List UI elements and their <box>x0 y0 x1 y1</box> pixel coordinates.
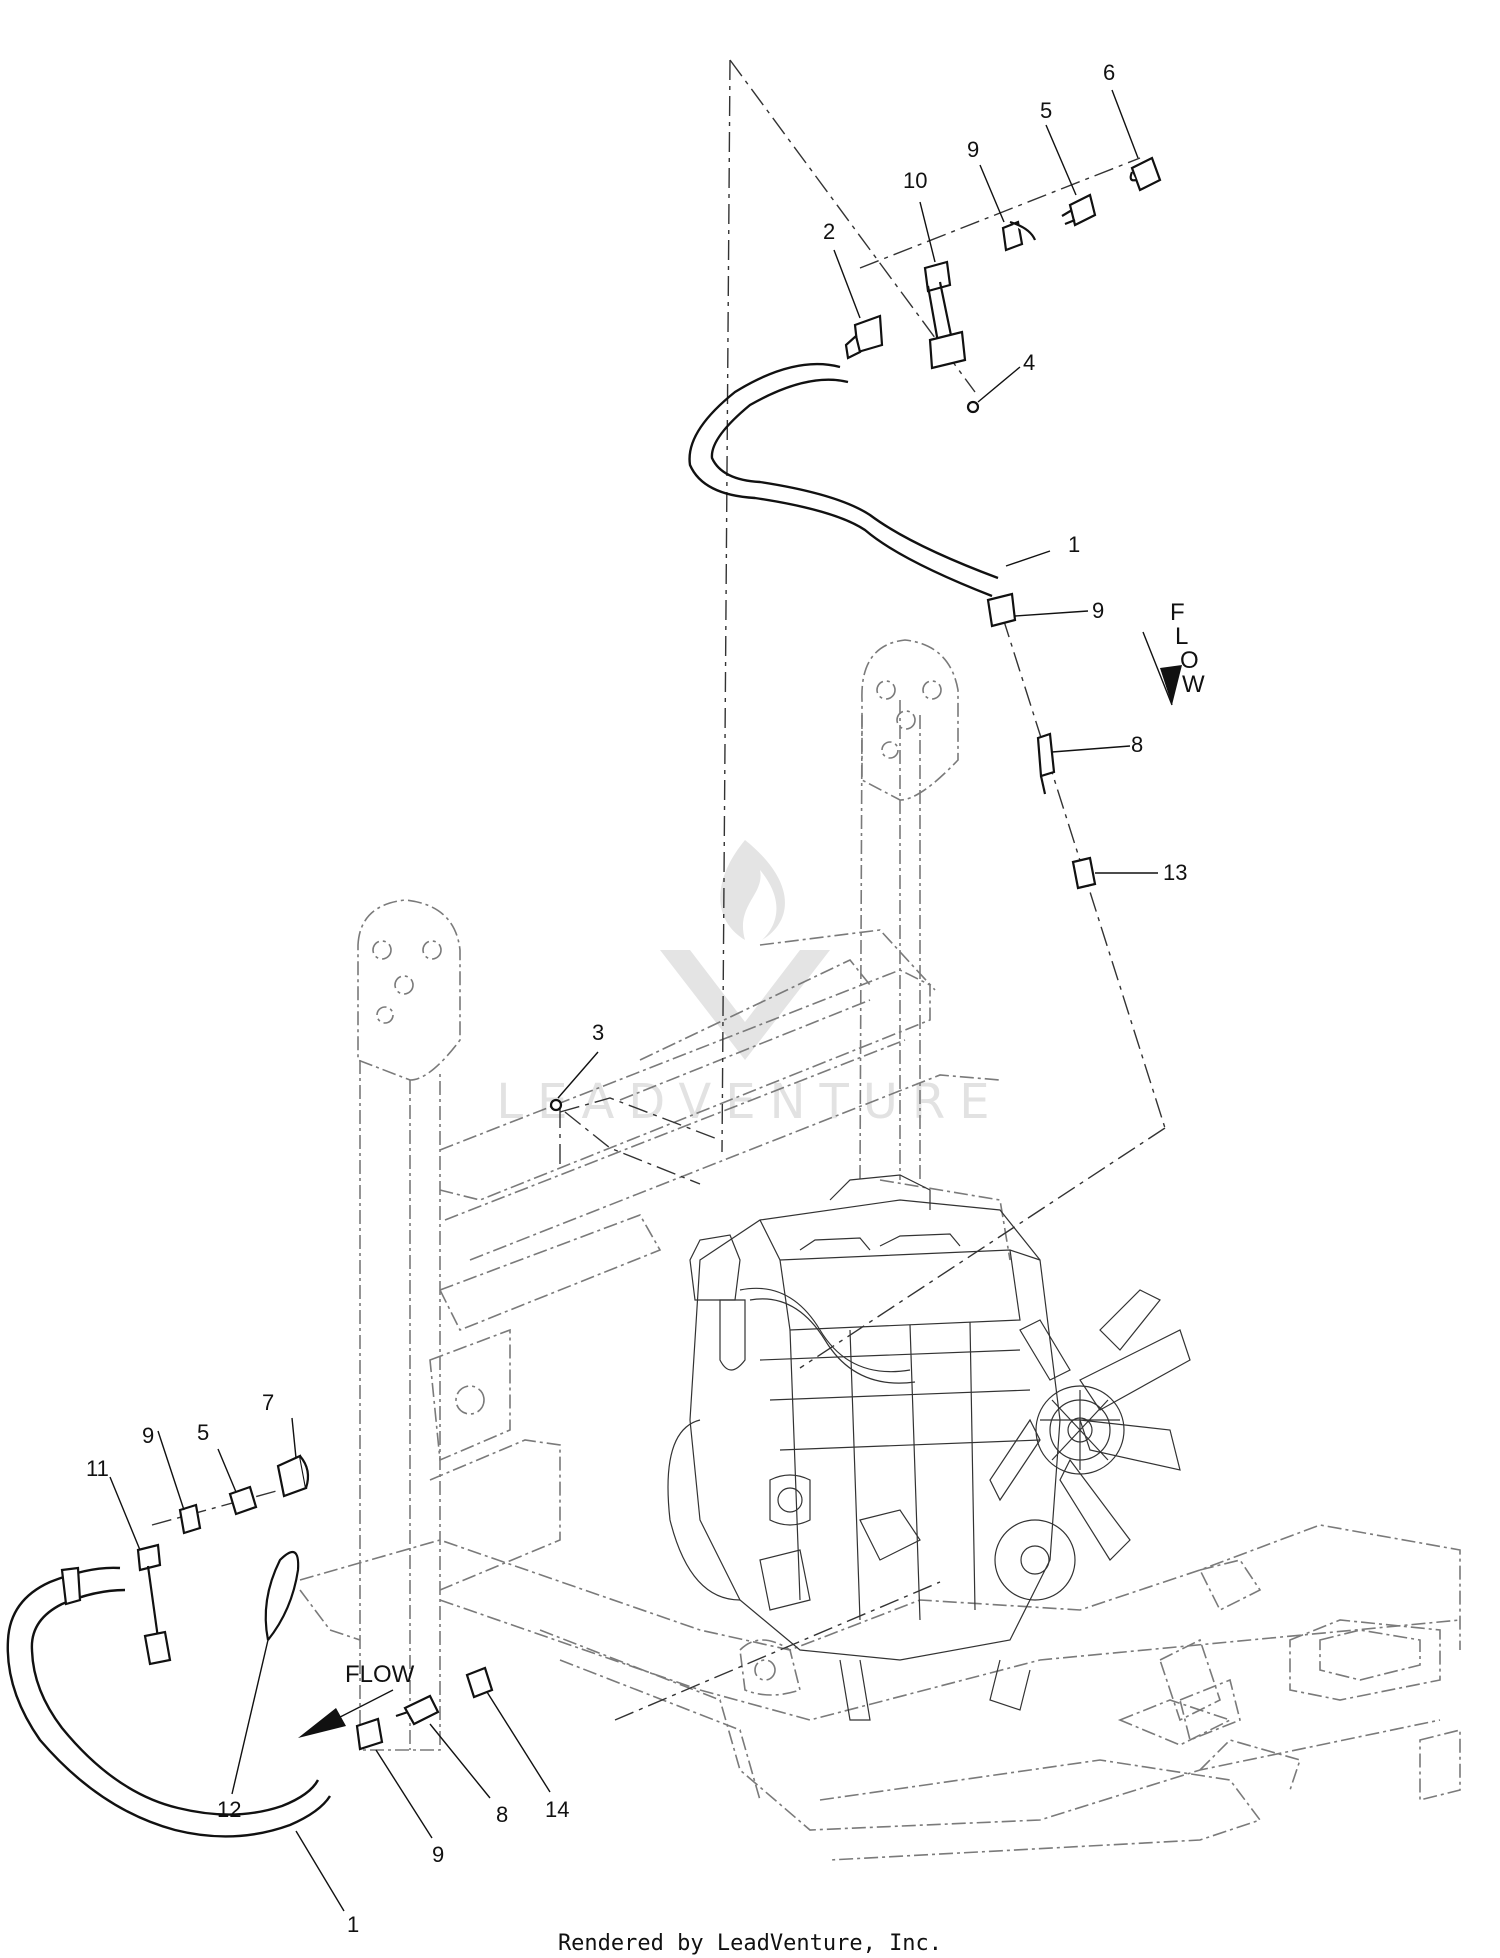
watermark: LEADVENTURE <box>496 840 1003 1130</box>
chassis-frame <box>299 1524 1461 1861</box>
nut-4 <box>966 400 980 414</box>
flow-letter-l: L <box>1175 623 1188 650</box>
callout-8-lower: 8 <box>496 1802 508 1827</box>
fitting-8-lower <box>403 1694 440 1726</box>
callout-5-lower: 5 <box>197 1420 209 1445</box>
upper-drain-assembly <box>549 156 1162 1112</box>
adapter-14 <box>465 1666 494 1699</box>
callout-10: 10 <box>903 168 927 193</box>
callout-14: 14 <box>545 1797 569 1822</box>
callout-11: 11 <box>86 1456 109 1481</box>
flow-arrowhead-lower-icon <box>298 1708 346 1738</box>
adapter-13 <box>1071 856 1097 890</box>
leader-lines <box>109 89 1158 1912</box>
callout-3: 3 <box>592 1020 604 1045</box>
callout-8-upper: 8 <box>1131 732 1143 757</box>
clamp-9-lower-left <box>178 1503 202 1535</box>
callout-9-upper: 9 <box>967 137 979 162</box>
callout-labels: 6 5 9 10 2 4 1 9 8 13 3 7 5 9 11 12 14 8… <box>86 60 1187 1937</box>
watermark-v-icon <box>660 950 830 1060</box>
clamp-9-lower <box>355 1717 384 1751</box>
callout-13: 13 <box>1163 860 1187 885</box>
callout-1-upper: 1 <box>1068 532 1080 557</box>
fitting-5-upper <box>1068 193 1097 227</box>
flow-arrowhead-upper-icon <box>1160 665 1182 705</box>
callout-9-lower-left: 9 <box>142 1423 154 1448</box>
flow-letter-w: W <box>1182 671 1205 698</box>
watermark-flame-icon <box>720 840 785 940</box>
lower-drain-assembly <box>6 1454 494 1838</box>
callout-5-upper: 5 <box>1040 98 1052 123</box>
engine <box>667 1174 1191 1721</box>
clamp-9-mid <box>986 592 1017 628</box>
flow-indicator-upper: F L O W <box>1142 599 1205 706</box>
callout-1-lower: 1 <box>347 1912 359 1937</box>
fitting-8-upper <box>1036 732 1056 778</box>
callout-7: 7 <box>262 1390 274 1415</box>
screw-3 <box>549 1098 563 1112</box>
rops-frame <box>357 639 1011 1751</box>
callout-6: 6 <box>1103 60 1115 85</box>
render-credit: Rendered by LeadVenture, Inc. <box>558 1931 942 1956</box>
fitting-5-lower <box>228 1485 258 1516</box>
callout-12: 12 <box>217 1797 241 1822</box>
ring-10 <box>923 260 952 293</box>
flow-letter-f: F <box>1170 599 1185 626</box>
flow-label-lower: FLOW <box>345 1661 415 1688</box>
flow-indicator-lower: FLOW <box>298 1661 415 1738</box>
ring-11 <box>136 1543 162 1572</box>
callout-9-mid: 9 <box>1092 598 1104 623</box>
tie-strap-12 <box>264 1550 300 1641</box>
flow-letter-o: O <box>1180 647 1199 674</box>
flow-arrow-upper-icon <box>1142 631 1173 706</box>
callout-4: 4 <box>1023 350 1035 375</box>
fan <box>989 1289 1191 1601</box>
watermark-text: LEADVENTURE <box>496 1074 1003 1130</box>
callout-2: 2 <box>823 219 835 244</box>
callout-9-lower: 9 <box>432 1842 444 1867</box>
coupler-6 <box>1130 156 1162 192</box>
